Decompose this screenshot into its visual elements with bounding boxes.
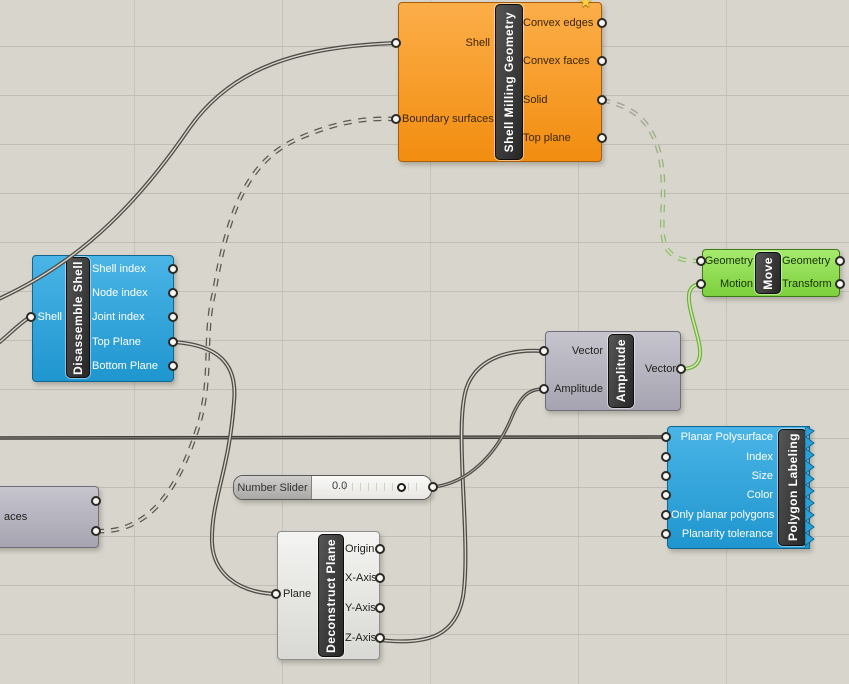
port-move-in-geometry[interactable] xyxy=(696,256,706,266)
input-label-only-planar-polygons: Only planar polygons xyxy=(671,509,775,521)
output-label-transform: Transform xyxy=(782,278,832,290)
port-disassemble-shell-out-shell-index[interactable] xyxy=(168,264,178,274)
port-polygon-in-color[interactable] xyxy=(661,490,671,500)
number-slider-value: 0.0 xyxy=(332,480,348,492)
input-label-planar-polysurface: Planar Polysurface xyxy=(680,431,773,443)
input-label-plane: Plane xyxy=(283,588,312,600)
number-slider-knob[interactable] xyxy=(397,483,406,492)
input-label-boundary-surfaces: Boundary surfaces xyxy=(402,113,494,125)
port-deconstruct-in-plane[interactable] xyxy=(271,589,281,599)
port-disassemble-shell-out-top-plane[interactable] xyxy=(168,337,178,347)
favorite-star-icon: ★ xyxy=(579,0,593,11)
component-name-capsule[interactable]: Disassemble Shell xyxy=(66,257,90,378)
port-shell-milling-out-top-plane[interactable] xyxy=(597,133,607,143)
input-label-motion: Motion xyxy=(719,278,753,290)
port-deconstruct-out-y-axis[interactable] xyxy=(375,603,385,613)
wire-top-plane-to-plane xyxy=(173,340,276,596)
port-move-in-motion[interactable] xyxy=(696,279,706,289)
input-label-geometry: Geometry xyxy=(704,255,753,267)
wire-vector-to-motion xyxy=(680,282,703,371)
port-shell-milling-out-convex-faces[interactable] xyxy=(597,56,607,66)
port-shell-milling-out-convex-edges[interactable] xyxy=(597,18,607,28)
output-label-z-axis: Z-Axis xyxy=(345,632,377,644)
component-name: Amplitude xyxy=(614,339,628,403)
component-partial-left[interactable] xyxy=(0,486,99,548)
output-label-joint-index: Joint index xyxy=(92,311,145,323)
output-label-top-plane: Top Plane xyxy=(92,336,141,348)
port-partial-out-upper[interactable] xyxy=(91,496,101,506)
output-label-x-axis: X-Axis xyxy=(345,572,377,584)
port-shell-milling-in-shell[interactable] xyxy=(391,38,401,48)
port-disassemble-shell-out-joint-index[interactable] xyxy=(168,312,178,322)
output-label-bottom-plane: Bottom Plane xyxy=(92,360,159,372)
component-name: Disassemble Shell xyxy=(71,260,85,375)
input-label-shell: Shell xyxy=(465,37,490,49)
port-move-out-transform[interactable] xyxy=(835,279,845,289)
input-label-index: Index xyxy=(746,451,773,463)
input-label-planarity-tolerance: Planarity tolerance xyxy=(681,528,773,540)
port-polygon-in-index[interactable] xyxy=(661,452,671,462)
component-name: Deconstruct Plane xyxy=(324,538,338,653)
number-slider-track[interactable]: 0.0 xyxy=(312,476,431,499)
port-partial-out-lower[interactable] xyxy=(91,526,101,536)
port-polygon-in-only-planar-polygons[interactable] xyxy=(661,510,671,520)
partial-component-label: aces xyxy=(4,511,28,523)
component-polygon-labeling[interactable]: Polygon Labeling xyxy=(667,426,810,549)
number-slider[interactable]: Number Slider 0.0 xyxy=(233,475,432,500)
output-label-origin: Origin xyxy=(345,543,375,555)
component-name-capsule[interactable]: Move xyxy=(755,252,781,294)
number-slider-label: Number Slider xyxy=(234,476,312,499)
component-name-capsule[interactable]: Deconstruct Plane xyxy=(318,534,344,657)
port-disassemble-shell-out-node-index[interactable] xyxy=(168,288,178,298)
input-label-color: Color xyxy=(746,489,773,501)
input-label-amplitude: Amplitude xyxy=(554,383,603,395)
component-name: Move xyxy=(761,256,775,290)
component-shell-milling-geometry[interactable]: Shell Milling Geometry xyxy=(398,2,602,162)
wire-slider-to-amplitude xyxy=(432,387,544,489)
output-label-convex-edges: Convex edges xyxy=(523,17,594,29)
component-name-capsule[interactable]: Shell Milling Geometry xyxy=(495,4,523,160)
input-label-vector: Vector xyxy=(571,345,603,357)
output-label-vector: Vector xyxy=(644,363,676,375)
output-label-convex-faces: Convex faces xyxy=(523,55,590,67)
component-move[interactable]: Move xyxy=(702,249,840,297)
port-amplitude-in-vector[interactable] xyxy=(539,346,549,356)
port-disassemble-shell-out-bottom-plane[interactable] xyxy=(168,361,178,371)
port-polygon-in-planar-polysurface[interactable] xyxy=(661,432,671,442)
port-deconstruct-out-z-axis[interactable] xyxy=(375,633,385,643)
output-label-shell-index: Shell index xyxy=(92,263,146,275)
component-deconstruct-plane[interactable]: Deconstruct Plane xyxy=(277,531,380,660)
output-label-y-axis: Y-Axis xyxy=(345,602,376,614)
port-amplitude-out-vector[interactable] xyxy=(676,364,686,374)
component-name-capsule[interactable]: Polygon Labeling xyxy=(778,429,807,546)
port-polygon-in-size[interactable] xyxy=(661,471,671,481)
port-move-out-geometry[interactable] xyxy=(835,256,845,266)
port-disassemble-shell-in-shell[interactable] xyxy=(26,312,36,322)
port-shell-milling-in-boundary-surfaces[interactable] xyxy=(391,114,401,124)
port-shell-milling-out-solid[interactable] xyxy=(597,95,607,105)
wire-dashed-solid-to-move xyxy=(601,97,701,264)
component-name-capsule[interactable]: Amplitude xyxy=(608,334,634,408)
port-deconstruct-out-origin[interactable] xyxy=(375,544,385,554)
component-name: Shell Milling Geometry xyxy=(502,11,516,153)
component-name: Polygon Labeling xyxy=(785,433,800,542)
port-number-slider-out[interactable] xyxy=(428,482,438,492)
slider-tick-marks xyxy=(344,483,423,491)
output-label-top-plane: Top plane xyxy=(523,132,571,144)
wire-offscreen-to-disassemble-shell xyxy=(0,315,32,345)
input-label-size: Size xyxy=(751,470,773,482)
port-deconstruct-out-x-axis[interactable] xyxy=(375,573,385,583)
output-label-node-index: Node index xyxy=(92,287,148,299)
component-amplitude[interactable]: Amplitude xyxy=(545,331,681,411)
input-label-shell: Shell xyxy=(37,311,62,323)
output-label-solid: Solid xyxy=(523,94,548,106)
wire-to-planar-polysurface xyxy=(0,435,666,440)
torn-edge-decoration xyxy=(805,426,815,548)
port-amplitude-in-amplitude[interactable] xyxy=(539,384,549,394)
output-label-geometry: Geometry xyxy=(782,255,831,267)
port-polygon-in-planarity-tolerance[interactable] xyxy=(661,529,671,539)
